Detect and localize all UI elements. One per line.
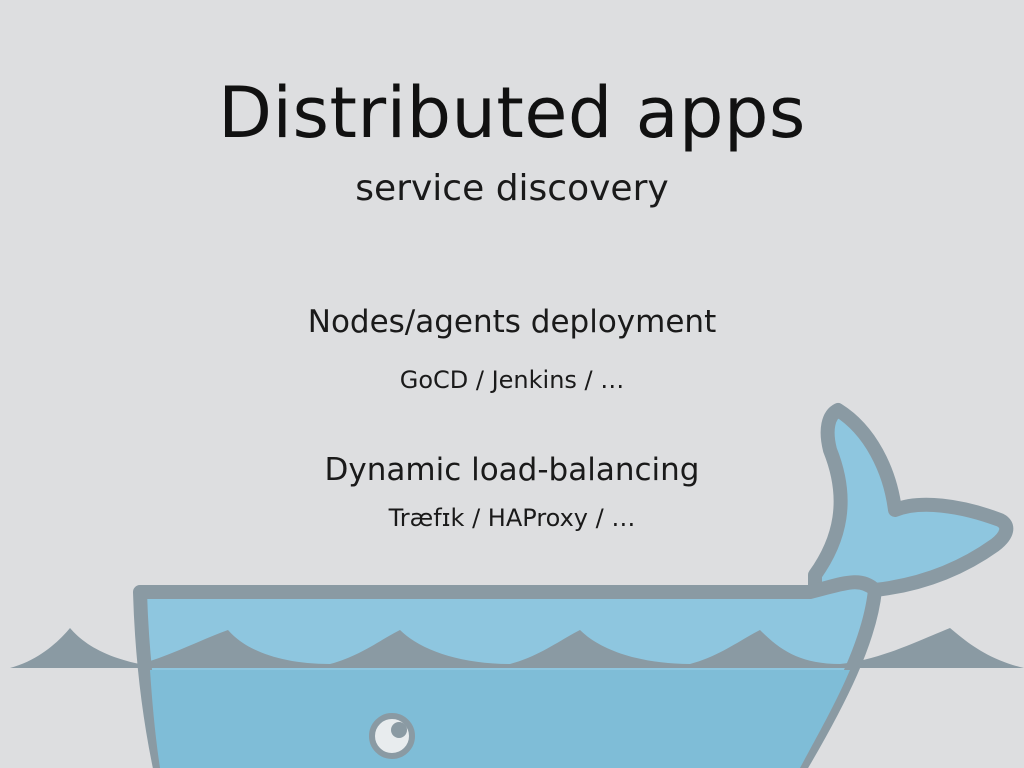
whale-tail — [808, 403, 1014, 622]
section-heading-load-balancing: Dynamic load-balancing — [324, 452, 700, 488]
section-heading-deployment: Nodes/agents deployment — [307, 304, 717, 340]
slide-title: Distributed apps — [218, 72, 806, 154]
slide-subtitle: service discovery — [355, 168, 669, 209]
section-detail-load-balancing: Træfɪk / HAProxy / … — [388, 504, 636, 532]
water-surface — [10, 628, 1024, 668]
section-detail-deployment: GoCD / Jenkins / … — [399, 366, 625, 394]
whale-underwater — [150, 670, 850, 768]
whale-pupil — [391, 722, 407, 738]
whale-eye — [369, 713, 415, 759]
